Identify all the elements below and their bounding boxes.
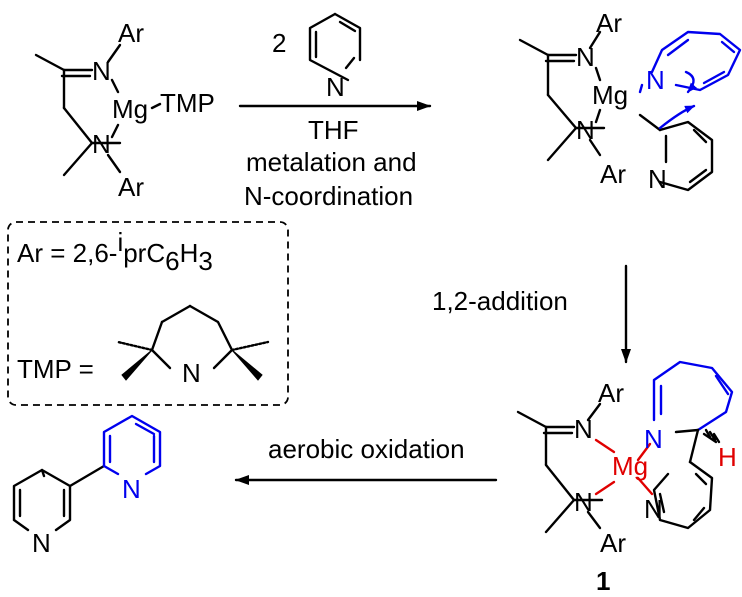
atom-n: N <box>576 115 595 145</box>
atom-n: N <box>648 164 667 194</box>
atom-n: N <box>182 358 201 388</box>
arrow-metalation: THF metalation and N-coordination <box>238 101 432 211</box>
atom-mg: Mg <box>612 451 648 481</box>
atom-n: N <box>644 494 663 524</box>
atom-ar: Ar <box>600 528 626 558</box>
condition-solvent: THF <box>308 115 359 145</box>
intermediate-complex: Ar N Mg N Ar N N <box>518 8 742 194</box>
atom-ar: Ar <box>600 159 626 189</box>
condition-oxidation: aerobic oxidation <box>268 434 465 464</box>
atom-n: N <box>32 528 51 558</box>
atom-mg: Mg <box>592 80 628 110</box>
atom-mg: Mg <box>112 94 148 124</box>
arrow-addition: 1,2-addition <box>432 264 631 364</box>
pyridine-reagent: 2 N <box>272 12 362 102</box>
atom-tmp: TMP <box>160 88 215 118</box>
atom-n-blue: N <box>646 65 665 95</box>
atom-n-blue: N <box>644 424 663 454</box>
compound-label: 1 <box>596 566 610 596</box>
atom-n: N <box>574 487 593 517</box>
condition-line1: metalation and <box>246 147 417 177</box>
condition-line2: N-coordination <box>244 181 413 211</box>
bipyridine-product: N N <box>12 414 162 558</box>
tmp-structure <box>150 304 234 352</box>
atom-ar: Ar <box>118 172 144 202</box>
atom-ar: Ar <box>598 378 624 408</box>
starting-complex: Ar N Mg TMP N Ar <box>34 18 215 202</box>
tmp-definition: TMP = <box>17 354 94 384</box>
atom-n: N <box>92 56 111 86</box>
atom-n: N <box>574 414 593 444</box>
atom-n: N <box>576 42 595 72</box>
atom-n: N <box>326 72 345 102</box>
ar-definition: Ar = 2,6-iprC6H3 <box>17 227 213 276</box>
arrow-oxidation: aerobic oxidation <box>234 434 498 485</box>
atom-n-blue: N <box>122 474 141 504</box>
condition-addition: 1,2-addition <box>432 286 568 316</box>
atom-ar: Ar <box>596 8 622 38</box>
atom-ar: Ar <box>118 18 144 48</box>
definitions-box: Ar = 2,6-iprC6H3 TMP = N <box>7 221 289 406</box>
atom-h: H <box>718 442 737 472</box>
complex-1: Ar N N Ar Mg N H N 1 <box>516 360 737 596</box>
atom-n: N <box>92 129 111 159</box>
reagent-count: 2 <box>272 28 286 58</box>
